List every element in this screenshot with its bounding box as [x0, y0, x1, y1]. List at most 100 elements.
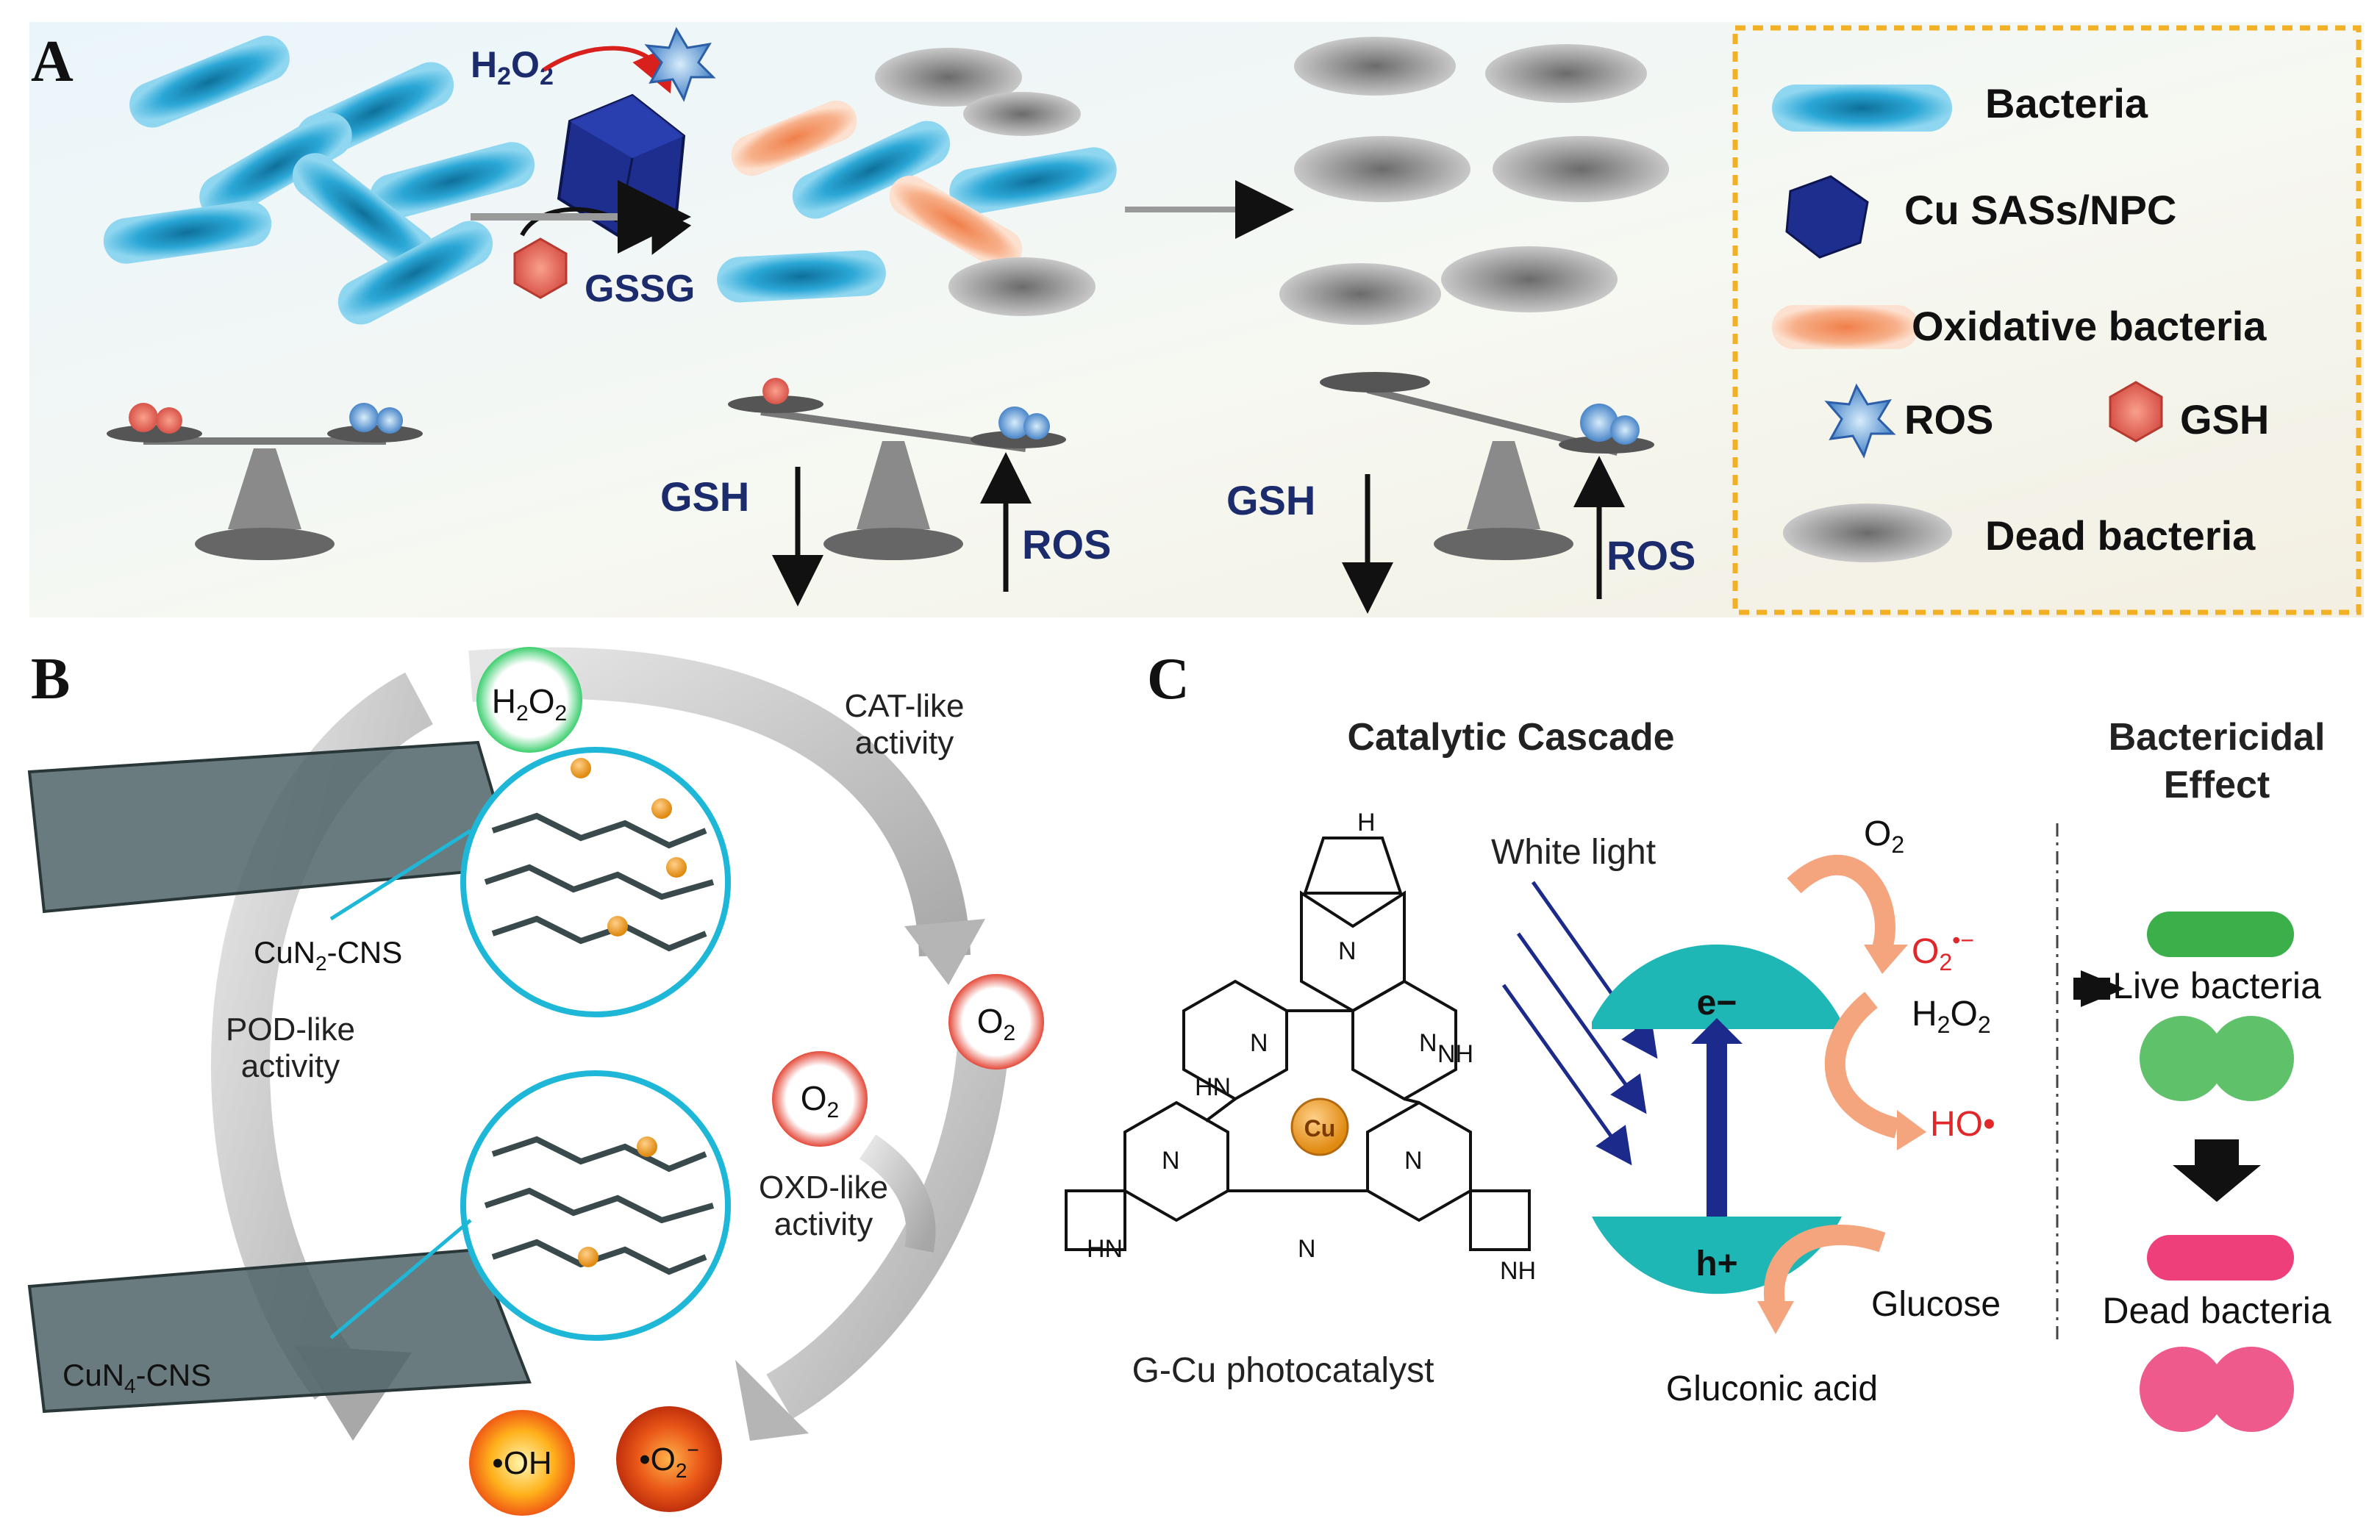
bacterium: [337, 221, 493, 325]
h2o2-bubble: [476, 647, 582, 753]
legend-border: [1732, 25, 2362, 615]
cu-atom-label: Cu: [1304, 1115, 1336, 1142]
structure-n-label: N: [1404, 1147, 1423, 1175]
legend-oxidative: Oxidative bacteria: [1912, 303, 2267, 349]
bacterium: [949, 147, 1117, 215]
o2-down-arrowhead: [735, 1360, 809, 1441]
ros-icon: [644, 26, 716, 102]
legend-dead-icon: [1783, 504, 1952, 562]
structure-h-label: H: [1357, 809, 1376, 837]
oh-label: •OH: [492, 1445, 551, 1481]
legend-cu-icon: [1785, 175, 1869, 259]
legend-gsh: GSH: [2180, 396, 2269, 443]
dead-bacteria-label-c: Dead bacteria: [2102, 1290, 2331, 1331]
h2o2-conversion-arrow: [1824, 992, 1900, 1139]
gsh-label-right: GSH: [1226, 477, 1315, 523]
bacterium: [792, 121, 951, 219]
h2o2-label-b: H2O2: [492, 682, 567, 726]
light-ray: [1501, 984, 1632, 1166]
panel-b-letter: B: [31, 647, 70, 712]
legend-ros-icon: [1824, 383, 1896, 459]
dead-rod-bacterium: [2147, 1235, 2294, 1281]
bacterium: [199, 112, 352, 220]
live-coccus: [2209, 1016, 2294, 1101]
cun4-zoom-circle: [460, 1070, 731, 1341]
cu-atom: [1290, 1097, 1349, 1156]
light-ray: [1516, 932, 1647, 1114]
dead-bacteria-group: [1279, 37, 1669, 325]
oxidative-bacterium: [889, 176, 1023, 270]
cun2-zoom-circle: [460, 747, 731, 1017]
balance-level: [107, 403, 423, 560]
legend-bacteria-icon: [1772, 85, 1952, 132]
legend-dead: Dead bacteria: [1985, 512, 2256, 559]
bactericidal-title-1: Bactericidal: [2109, 716, 2326, 759]
cat-label-2: activity: [855, 725, 954, 761]
zoom-line: [329, 1219, 472, 1339]
oxd-arrow: [859, 1134, 936, 1253]
structure-hn-label-2: HN: [1087, 1235, 1123, 1263]
live-rod-bacterium: [2147, 912, 2294, 957]
oxidative-bacterium: [731, 100, 857, 176]
superoxide-burst: [616, 1406, 722, 1512]
mid-bacteria-group: [717, 48, 1117, 316]
legend-box: Bacteria Cu SASs/NPC Oxidative bacteria …: [1732, 25, 2362, 615]
bacterium: [292, 153, 436, 275]
cat-arrowhead: [904, 919, 985, 985]
gluconic-acid-label: Gluconic acid: [1666, 1369, 1878, 1408]
o2-bubble-center: [772, 1051, 868, 1147]
oh-radical-burst: [469, 1410, 575, 1516]
pod-label-1: POD-like: [226, 1011, 355, 1047]
dead-bacterium: [1485, 44, 1647, 103]
structure-n-label: N: [1298, 1235, 1316, 1263]
legend-ros: ROS: [1904, 396, 1993, 443]
oxd-label-1: OXD-like: [759, 1170, 888, 1206]
ros-label-right: ROS: [1607, 532, 1695, 579]
live-bacteria-cluster: [103, 35, 535, 325]
bacterium: [369, 142, 535, 220]
gssg-label: GSSG: [585, 268, 695, 310]
panel-a: A H2O2 GSSG: [29, 22, 2364, 617]
o2-label-c: O2: [1864, 814, 1904, 858]
legend-gsh-icon: [2109, 381, 2163, 443]
dead-bacterium: [1294, 136, 1470, 202]
cat-cycle-arrow: [468, 647, 971, 957]
dead-bacterium: [1294, 37, 1456, 96]
live-coccus: [2140, 1016, 2225, 1101]
legend-oxidative-icon: [1772, 305, 1919, 349]
dead-bacterium: [1493, 136, 1669, 202]
ho-radical-label: HO•: [1930, 1105, 1995, 1144]
excitation-arrowhead: [1691, 1018, 1743, 1044]
electron-label: e−: [1697, 984, 1737, 1023]
g-cu-structure: [1065, 837, 1531, 1251]
cun2-label: CuN2-CNS: [254, 935, 402, 975]
cun4-cns-sheet: [27, 1247, 532, 1414]
dead-coccus: [2209, 1347, 2294, 1432]
white-light-label: White light: [1491, 833, 1656, 872]
structure-nh-label: NH: [1437, 1040, 1473, 1068]
dead-coccus: [2140, 1347, 2225, 1432]
conduction-band: [1592, 944, 1842, 1025]
gsh-label-mid: GSH: [660, 473, 749, 520]
structure-n-label: N: [1338, 937, 1357, 965]
dead-bacterium: [1279, 263, 1441, 325]
dead-bacterium: [875, 48, 1022, 107]
balance-tilted-mid: [728, 378, 1066, 560]
legend-cu-sass: Cu SASs/NPC: [1904, 187, 2176, 233]
cun2-cns-sheet: [27, 740, 517, 914]
dead-bacterium: [948, 257, 1096, 316]
zoom-line: [329, 828, 472, 921]
panel-a-background: [29, 22, 2364, 617]
o2-reduction-arrow: [1787, 854, 1895, 951]
photocatalyst-label: G-Cu photocatalyst: [1132, 1351, 1434, 1390]
bacterium: [717, 250, 886, 303]
structure-n-label: N: [1419, 1029, 1437, 1057]
dead-bacterium: [963, 92, 1081, 136]
cascade-title: Catalytic Cascade: [1347, 716, 1674, 759]
gsh-icon: [513, 237, 568, 299]
superoxide-label-c: O2•−: [1912, 927, 1974, 975]
structure-nh-label-2: NH: [1500, 1257, 1536, 1285]
structure-n-label: N: [1162, 1147, 1180, 1175]
panel-c: C Catalytic Cascade Bactericidal Effect …: [1065, 647, 2331, 1432]
